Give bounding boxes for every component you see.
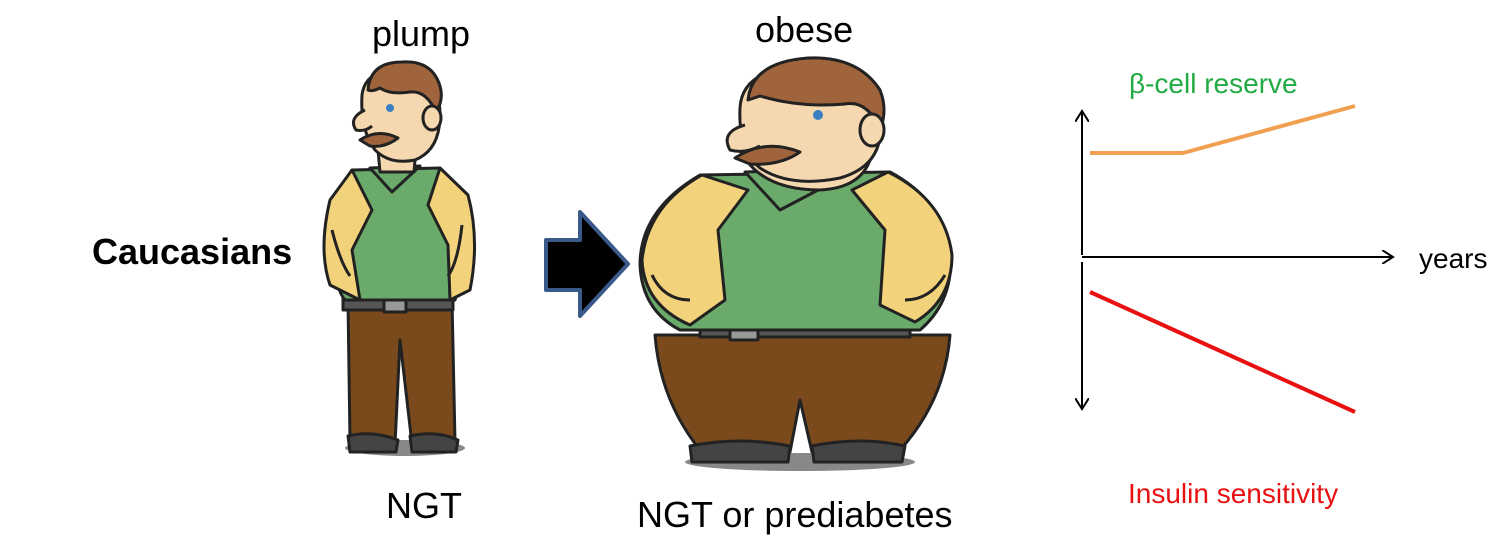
trend-graph bbox=[1082, 106, 1392, 412]
row-label-caucasians: Caucasians bbox=[92, 234, 292, 270]
plump-figure-title: plump bbox=[372, 16, 470, 52]
obese-figure-title: obese bbox=[755, 12, 853, 48]
plump-figure-status: NGT bbox=[386, 488, 462, 524]
x-axis-label: years bbox=[1419, 245, 1487, 273]
insulin-sensitivity-label: Insulin sensitivity bbox=[1128, 480, 1338, 508]
obese-man-icon bbox=[640, 58, 952, 471]
beta-cell-reserve-label: β-cell reserve bbox=[1129, 70, 1298, 98]
obese-figure-status: NGT or prediabetes bbox=[637, 497, 953, 533]
right-block-arrow-icon bbox=[546, 212, 628, 316]
insulin-sensitivity-line bbox=[1090, 292, 1355, 412]
plump-man-icon bbox=[324, 62, 475, 456]
beta-cell-reserve-line bbox=[1090, 106, 1355, 153]
